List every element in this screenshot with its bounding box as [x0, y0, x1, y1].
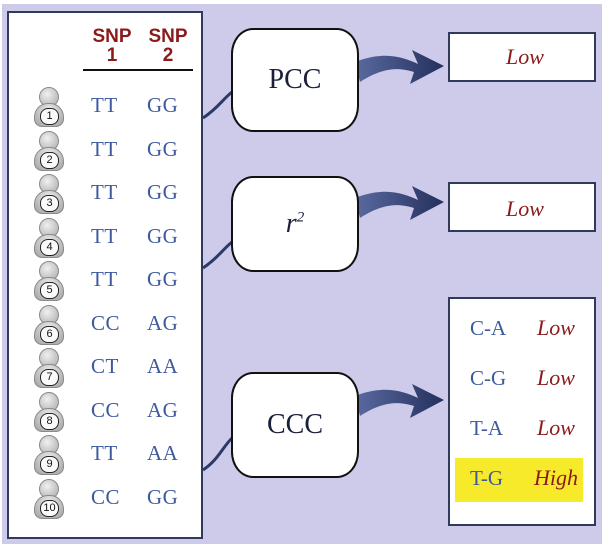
connector-r2 — [202, 240, 233, 270]
genotype-snp1: CC — [91, 484, 121, 509]
genotype-snp1: CC — [91, 310, 121, 335]
header-snp1: SNP 1 — [82, 27, 142, 65]
method-ccc: CCC — [231, 372, 359, 478]
ccc-pair: C-G — [470, 366, 507, 390]
individual-row: 8 CC AG — [9, 391, 205, 432]
genotype-snp2: GG — [147, 180, 179, 204]
person-icon: 6 — [32, 304, 66, 345]
header-snp1-number: 1 — [106, 45, 118, 66]
method-pcc: PCC — [231, 28, 359, 132]
individual-number: 8 — [40, 412, 59, 430]
individual-number: 5 — [40, 282, 59, 299]
header-snp1-label: SNP — [92, 26, 132, 47]
individual-row: 5 TT GG — [9, 261, 205, 301]
header-underline — [83, 69, 193, 71]
result-r2: Low — [448, 182, 596, 232]
genotype-snp1: TT — [91, 223, 118, 248]
method-r2-base: r — [285, 208, 297, 239]
result-pcc: Low — [448, 32, 596, 82]
person-icon: 10 — [32, 478, 66, 519]
arrow-ccc — [355, 384, 444, 418]
genotype-snp2: GG — [147, 484, 179, 509]
header-snp2-number: 2 — [162, 45, 174, 66]
individual-number: 1 — [40, 108, 59, 125]
result-pcc-level: Low — [506, 44, 544, 69]
genotype-snp1: TT — [91, 180, 118, 204]
person-icon: 9 — [32, 435, 66, 475]
connector-pcc — [202, 90, 233, 120]
individual-number: 4 — [40, 238, 59, 256]
individual-number: 9 — [40, 456, 59, 473]
genotype-snp1: CC — [91, 397, 121, 422]
genotype-snp2: AG — [147, 310, 179, 335]
arrow-r2 — [355, 186, 444, 220]
person-icon: 1 — [32, 87, 66, 127]
ccc-level: High — [534, 465, 578, 490]
individual-row: 9 TT AA — [9, 435, 205, 475]
person-icon: 7 — [32, 348, 66, 388]
result-r2-level: Low — [506, 196, 544, 221]
ccc-pair: C-A — [470, 316, 507, 340]
ccc-level: Low — [537, 415, 575, 440]
header-snp2: SNP 2 — [138, 27, 198, 65]
genotype-snp2: AA — [147, 441, 179, 465]
individual-number: 3 — [40, 195, 59, 212]
ccc-level: Low — [537, 315, 575, 340]
genotype-snp2: GG — [147, 93, 179, 117]
genotype-snp1: TT — [91, 441, 118, 465]
individual-row: 3 TT GG — [9, 174, 205, 214]
genotype-snp2: GG — [147, 267, 179, 291]
person-icon: 8 — [32, 391, 66, 432]
genotype-snp1: TT — [91, 267, 118, 291]
genotype-snp1: TT — [91, 136, 118, 161]
method-r2-exponent: 2 — [296, 209, 305, 226]
highlight-high — [455, 458, 583, 502]
method-ccc-label: CCC — [266, 409, 324, 440]
genotype-snp1: CT — [91, 354, 119, 378]
ccc-pair: T-A — [470, 416, 504, 440]
person-icon: 4 — [32, 217, 66, 258]
individual-row: 7 CT AA — [9, 348, 205, 388]
person-icon: 5 — [32, 261, 66, 301]
individual-number: 2 — [40, 151, 59, 169]
individual-row: 2 TT GG — [9, 130, 205, 171]
individual-row: 1 TT GG — [9, 87, 205, 127]
individual-row: 4 TT GG — [9, 217, 205, 258]
individual-number: 10 — [40, 499, 59, 517]
method-pcc-label: PCC — [268, 64, 322, 95]
ccc-pair: T-G — [470, 466, 504, 490]
method-r2-label: r2 — [286, 208, 304, 240]
genotype-snp2: AG — [147, 397, 179, 422]
individual-row: 10 CC GG — [9, 478, 205, 519]
individual-number: 6 — [40, 325, 59, 343]
person-icon: 3 — [32, 174, 66, 214]
connector-ccc — [202, 436, 234, 472]
individual-number: 7 — [40, 369, 59, 386]
genotype-snp1: TT — [91, 93, 118, 117]
header-snp2-label: SNP — [148, 26, 188, 47]
genotype-snp2: GG — [147, 136, 179, 161]
method-r2: r2 — [231, 176, 359, 272]
individual-row: 6 CC AG — [9, 304, 205, 345]
ccc-level: Low — [537, 365, 575, 390]
genotype-snp2: AA — [147, 354, 179, 378]
person-icon: 2 — [32, 130, 66, 171]
arrow-pcc — [355, 50, 444, 84]
genotype-snp2: GG — [147, 223, 179, 248]
